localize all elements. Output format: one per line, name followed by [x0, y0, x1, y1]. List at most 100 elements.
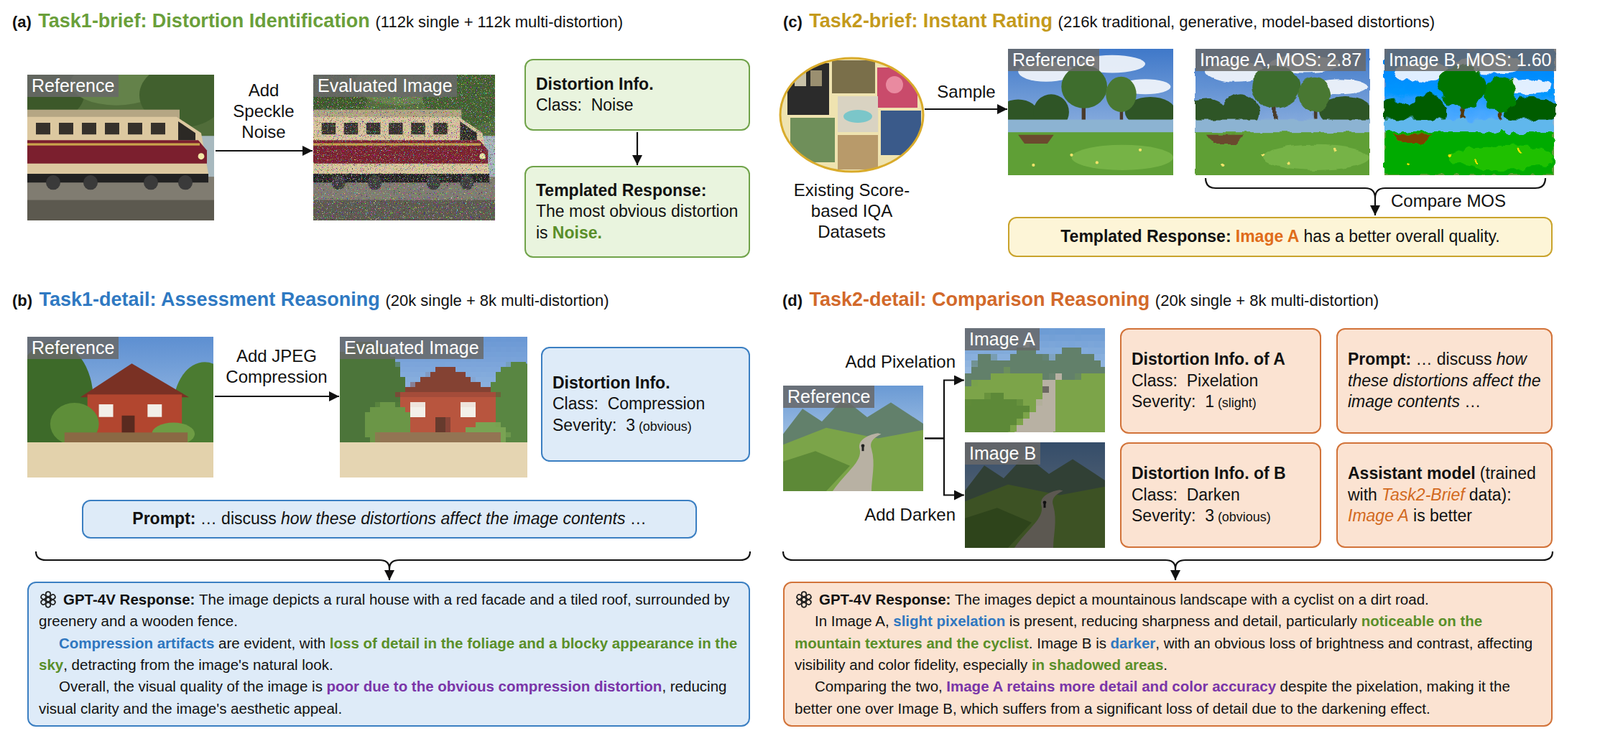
reference-photo: [10, 61, 226, 221]
dataset-collage: [780, 58, 924, 172]
node-text: …: [630, 509, 647, 529]
node-text: has a better overall quality.: [1303, 227, 1501, 246]
node-text: Task2-Brief: [1381, 485, 1465, 505]
dataset-collage: [831, 60, 876, 94]
text-block: Assistant model(trained withTask2-Briefd…: [1347, 463, 1542, 527]
node-text: . Image B is: [1028, 635, 1107, 652]
node-text: poor due to the obvious compression dist…: [326, 678, 662, 695]
reference-image: Reference: [783, 385, 924, 492]
text-paragraph: Class: Pixelation: [1131, 370, 1310, 392]
label-row: (c) Task2-brief: Instant Rating (216k trad…: [783, 8, 1435, 34]
node-text: slight pixelation: [893, 612, 1006, 630]
reference-image: Reference: [1007, 48, 1174, 176]
reference-photo: [783, 385, 924, 492]
dataset-collage: [877, 67, 918, 108]
text-paragraph: Templated Response:Image Ahas a better o…: [1019, 226, 1542, 248]
curly-brace: [35, 178, 1553, 581]
node-text: Image A: [1235, 227, 1300, 246]
reference-photo: [10, 61, 226, 221]
panel-title: (d): [782, 291, 803, 310]
text-paragraph: Severity: 3(obvious): [1131, 505, 1310, 527]
node-text: Image A retains more detail and color ac…: [946, 678, 1276, 695]
node-text: (obvious): [1217, 510, 1271, 525]
node-text: Severity: 3: [552, 415, 636, 435]
distorted-image: Image B: [964, 442, 1105, 549]
text-paragraph: Assistant model(trained withTask2-Briefd…: [1347, 463, 1542, 506]
reference-photo: [997, 48, 1177, 176]
node-text: , detracting from the image's natural lo…: [63, 656, 333, 674]
node-text: darker: [1110, 635, 1156, 652]
node-text: Overall, the visual quality of the image…: [58, 678, 323, 695]
node-text: Existing Score-based IQA Datasets: [793, 180, 910, 242]
text-block: Distortion Info. of BClass: DarkenSeveri…: [1131, 463, 1310, 527]
connector-arrow: [215, 150, 313, 152]
node-text: Distortion Info. of A: [1131, 349, 1286, 369]
panel-title: (b): [12, 291, 33, 310]
text-paragraph: Distortion Info. of B: [1131, 463, 1310, 485]
text-paragraph: Image Ais better: [1347, 505, 1542, 527]
text-paragraph: Prompt:… discusshow these distortions af…: [93, 508, 686, 530]
panel-title: Task2-detail: Comparison Reasoning: [809, 288, 1151, 311]
compressed-photo: [325, 336, 551, 478]
text-block: Distortion Info. of AClass: PixelationSe…: [1131, 349, 1310, 413]
image-label: Evaluated Image: [313, 74, 457, 97]
text-block: Distortion Info.Class: Noise: [535, 74, 739, 117]
gpt-icon: [40, 592, 57, 608]
gpt-icon: [38, 590, 58, 610]
text-paragraph: Class: Compression: [552, 393, 739, 415]
edge-label: Sample: [926, 81, 1006, 103]
panel-title: Task2-brief: Instant Rating: [808, 10, 1053, 32]
reference-image: Reference: [27, 74, 215, 221]
assistant-model-box: Assistant model(trained withTask2-Briefd…: [1336, 442, 1553, 549]
pixelated-photo: [964, 328, 1105, 433]
dataset-collage: [837, 96, 878, 133]
noisy-photo: [313, 74, 496, 221]
panel-title: (216k traditional, generative, model-bas…: [1058, 12, 1436, 31]
text-paragraph: The most obvious distortion isNoise.: [535, 201, 739, 244]
node-text: … discuss: [1415, 349, 1492, 369]
connector-arrow: [214, 395, 340, 398]
label-row: Compare MOS: [1390, 189, 1506, 212]
text-block: Prompt:… discusshow these distortions af…: [1347, 349, 1542, 413]
node-text: Image A: [1347, 506, 1409, 526]
compressed-photo: [325, 336, 551, 478]
distortion-info-box: Distortion Info.Class: CompressionSeveri…: [540, 347, 751, 462]
dataset-collage: [885, 76, 904, 94]
distorted-photo: [1184, 48, 1373, 176]
compressed-photo: [325, 336, 551, 478]
node-text: Prompt:: [132, 509, 196, 529]
text-block: Existing Score-based IQA Datasets: [791, 180, 913, 243]
darkened-photo: [964, 442, 1105, 549]
node-text: GPT-4V Response:: [819, 591, 951, 608]
node-text: …: [1464, 392, 1481, 411]
templated-response-box: Templated Response:The most obvious dist…: [524, 165, 751, 258]
text-paragraph: Templated Response:: [535, 180, 739, 202]
distorted-photo: [1373, 48, 1557, 176]
pixelated-photo: [964, 328, 1105, 433]
reference-photo: [12, 336, 237, 478]
text-paragraph: Distortion Info. of A: [1131, 349, 1310, 371]
dataset-collage: [790, 117, 835, 163]
pixelated-photo: [964, 328, 1105, 433]
text-paragraph: Severity: 1(slight): [1131, 391, 1310, 413]
text-block: GPT-4V Response:The image depicts a rura…: [38, 589, 739, 720]
panel-title: Task1-detail: Assessment Reasoning: [39, 288, 381, 311]
label-row: (a)Task1-brief: Distortion Identificatio…: [12, 8, 623, 34]
node-text: Templated Response:: [1060, 227, 1231, 246]
gpt4v-response-box: GPT-4V Response:The image depicts a rura…: [27, 581, 751, 728]
pixelated-photo: [964, 328, 1105, 433]
node-text: is better: [1413, 506, 1473, 526]
text-paragraph: Prompt:… discusshow these distortions af…: [1347, 349, 1542, 413]
rated-image: Image B, MOS: 1.60: [1384, 48, 1555, 176]
distorted-photo: [1184, 48, 1373, 176]
curly-brace: [388, 569, 391, 581]
node-text: Class: Pixelation: [1131, 371, 1259, 391]
text-paragraph: Overall, the visual quality of the image…: [38, 676, 739, 720]
dataset-collage: [787, 63, 830, 115]
text-paragraph: Distortion Info.: [552, 372, 739, 394]
image-label: Image A: [964, 328, 1040, 351]
noisy-photo: [296, 61, 507, 221]
text-paragraph: GPT-4V Response:The image depicts a rura…: [38, 589, 739, 633]
panel-title: (c): [783, 12, 803, 31]
